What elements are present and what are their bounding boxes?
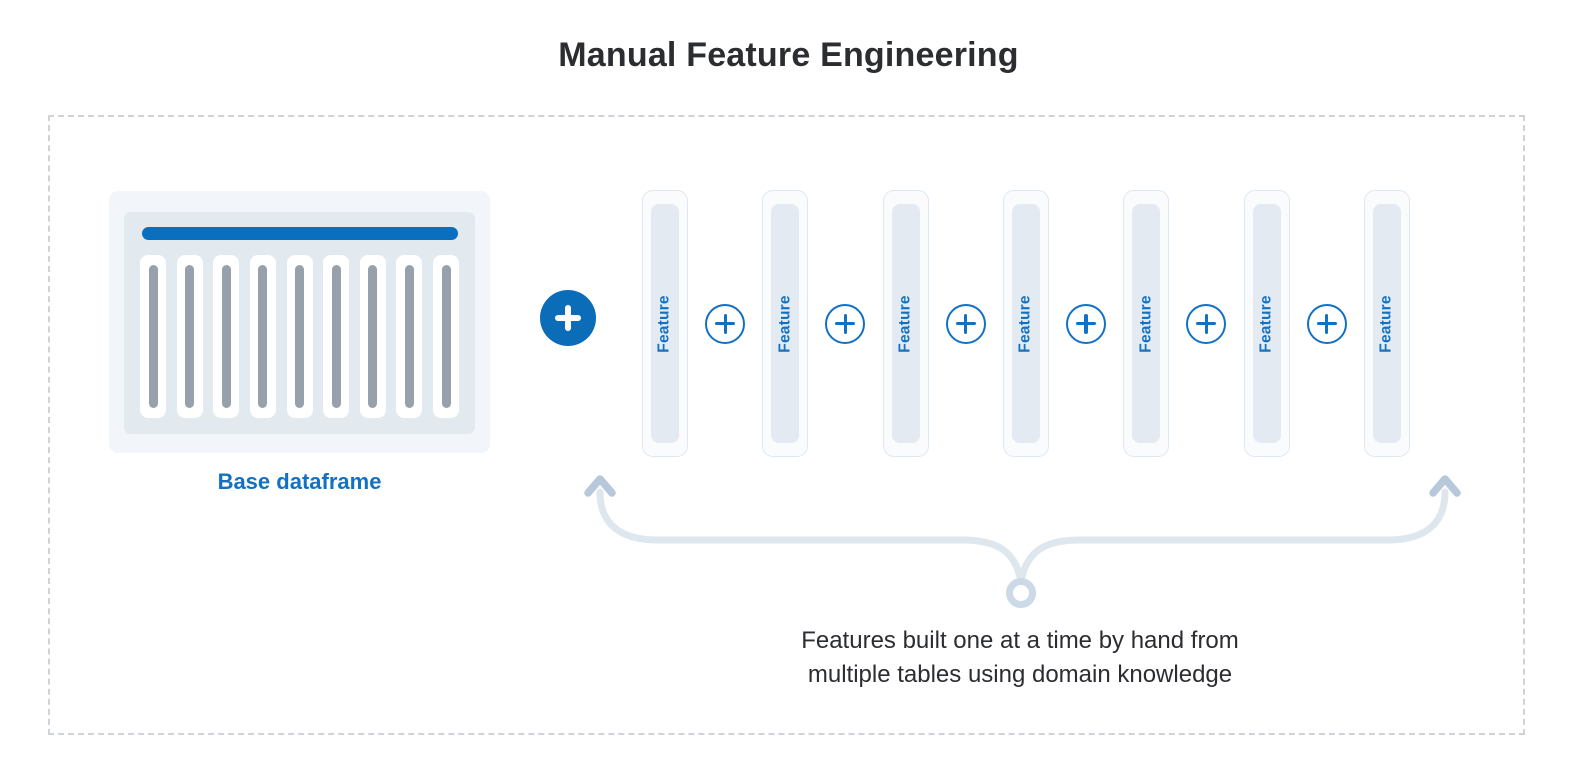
- plus-icon-glyph: [1076, 313, 1097, 334]
- base-dataframe-label: Base dataframe: [217, 469, 382, 494]
- plus-icon-glyph: [955, 313, 976, 334]
- dataframe-column: [140, 255, 166, 418]
- base-dataframe-card: [109, 191, 490, 453]
- feature-pill: Feature: [1243, 190, 1290, 457]
- dataframe-header-bar: [142, 227, 458, 240]
- feature-pill-label: Feature: [776, 294, 794, 353]
- dataframe-column: [396, 255, 423, 418]
- feature-pill-label: Feature: [656, 294, 673, 353]
- feature-chain: Feature Feature Feature Feature Feature Featu…: [642, 190, 1410, 457]
- feature-pill: Feature: [882, 190, 929, 457]
- feature-pill-label: Feature: [1016, 294, 1034, 353]
- feature-pill: Feature: [1002, 190, 1049, 457]
- plus-icon: [1066, 303, 1107, 344]
- dataframe-columns: [140, 255, 459, 418]
- feature-pill-body: [1011, 204, 1040, 443]
- dataframe-column: [286, 255, 313, 418]
- feature-pill-body: [771, 204, 800, 443]
- plus-icon: [540, 290, 596, 346]
- feature-pill-body: [891, 204, 920, 443]
- diagram-dashed-border: [48, 115, 1525, 735]
- feature-pill-body: [1372, 204, 1401, 443]
- plus-icon-glyph: [1316, 313, 1337, 334]
- dataframe-column-bar: [221, 265, 231, 408]
- diagram-title: Manual Feature Engineering: [558, 36, 1019, 74]
- plus-icon: [945, 303, 986, 344]
- feature-pill: Feature: [1363, 190, 1410, 457]
- dataframe-column: [213, 255, 240, 418]
- caption-line-1: Features built one at a time by hand fro…: [801, 627, 1239, 654]
- dataframe-column: [176, 255, 203, 418]
- dataframe-column-bar: [258, 265, 268, 408]
- plus-icon-glyph: [835, 313, 856, 334]
- dataframe-column: [359, 255, 386, 418]
- dataframe-column-bar: [368, 265, 378, 408]
- feature-pill-label: Feature: [1137, 294, 1155, 353]
- base-dataframe-table: [124, 212, 475, 434]
- dataframe-column-bar: [148, 265, 158, 408]
- dataframe-column-bar: [295, 265, 304, 408]
- plus-icon-glyph: [555, 305, 581, 331]
- feature-pill: Feature: [762, 190, 809, 457]
- feature-pill: Feature: [642, 190, 688, 457]
- plus-icon: [825, 303, 866, 344]
- plus-icon-glyph: [1196, 313, 1217, 334]
- dataframe-column-bar: [404, 265, 414, 408]
- feature-pill-label: Feature: [896, 294, 914, 353]
- dataframe-column: [433, 255, 459, 418]
- feature-pill-body: [1132, 204, 1161, 443]
- feature-pill-body: [651, 204, 679, 443]
- plus-icon-glyph: [715, 313, 736, 334]
- dataframe-column-bar: [441, 265, 451, 408]
- dataframe-column: [249, 255, 276, 418]
- plus-icon: [1186, 303, 1227, 344]
- feature-pill-body: [1252, 204, 1281, 443]
- caption-line-2: multiple tables using domain knowledge: [807, 661, 1233, 688]
- feature-pill-label: Feature: [1257, 294, 1275, 353]
- feature-pill: Feature: [1123, 190, 1170, 457]
- dataframe-column-bar: [185, 265, 195, 408]
- dataframe-column-bar: [331, 265, 341, 408]
- caption: Features built one at a time by hand fro…: [720, 624, 1320, 692]
- feature-pill-label: Feature: [1377, 294, 1395, 353]
- dataframe-column: [323, 255, 350, 418]
- plus-icon: [1306, 303, 1347, 344]
- plus-icon: [705, 303, 746, 344]
